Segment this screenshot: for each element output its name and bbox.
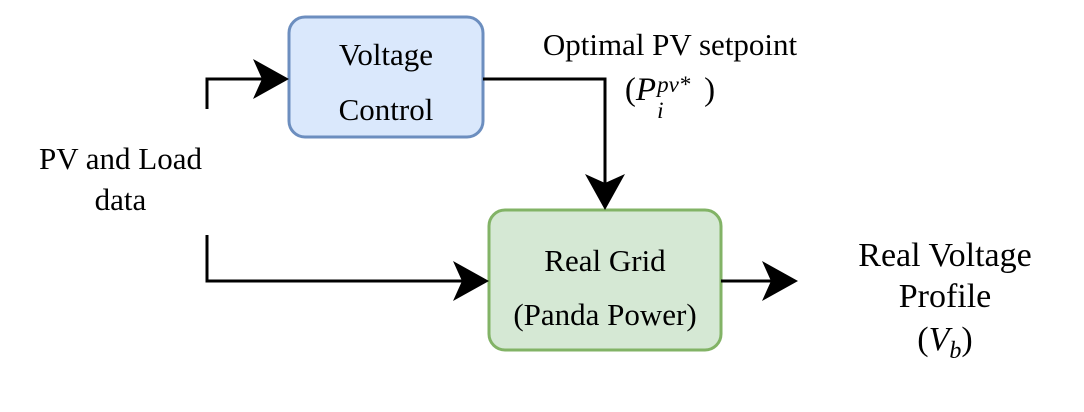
voltage-control-box	[287, 15, 485, 139]
input-line1: PV and Load	[38, 141, 203, 176]
setpoint-symbol-base: P	[635, 72, 657, 109]
setpoint-symbol-sub: i	[657, 98, 664, 124]
output-symbol-sub: b	[949, 337, 962, 364]
setpoint-close-paren: )	[704, 72, 716, 109]
arrow-setpoint-to-real-grid	[483, 77, 625, 210]
voltage-control-label: Voltage Control	[289, 36, 483, 128]
arrow-real-grid-to-output	[721, 261, 798, 301]
output-line1: Real Voltage	[858, 237, 1032, 274]
output-label: Real Voltage Profile (Vb)	[820, 236, 1070, 364]
voltage-control-line1: Voltage	[338, 37, 434, 72]
output-close-paren: )	[961, 320, 973, 358]
setpoint-script-stack: pv*i	[656, 72, 704, 123]
input-label: PV and Load data	[18, 140, 223, 218]
setpoint-text: Optimal PV setpoint	[542, 27, 798, 62]
setpoint-open-paren: (	[624, 72, 636, 109]
output-line2: Profile	[898, 277, 992, 315]
voltage-control-line2: Control	[338, 92, 434, 128]
real-grid-line1: Real Grid	[544, 243, 666, 278]
real-grid-line2: (Panda Power)	[513, 297, 697, 333]
input-line2: data	[94, 182, 147, 218]
arrow-input-to-voltage-control	[205, 59, 289, 109]
output-symbol: (Vb)	[820, 320, 1070, 364]
setpoint-symbol-sup: pv*	[657, 72, 691, 98]
output-symbol-base: V	[928, 320, 950, 358]
real-grid-label: Real Grid (Panda Power)	[489, 242, 721, 333]
output-open-paren: (	[917, 320, 929, 358]
arrow-input-to-real-grid	[205, 235, 489, 301]
